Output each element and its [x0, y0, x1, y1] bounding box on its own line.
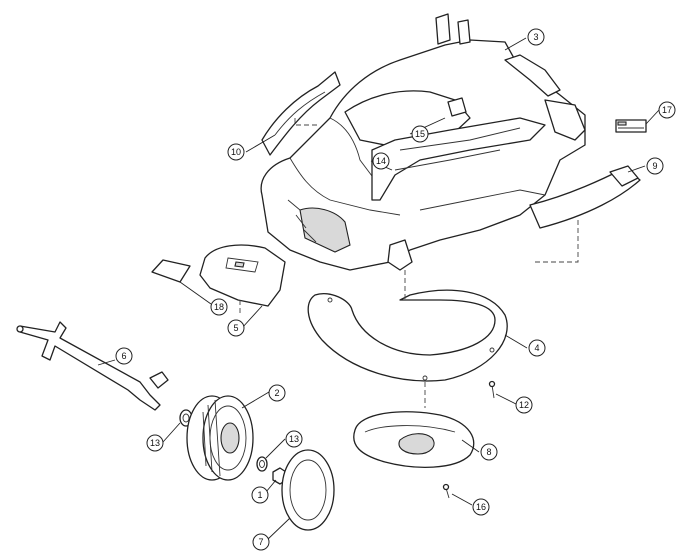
callout-3: 3	[527, 28, 545, 46]
svg-text:12: 12	[519, 400, 529, 410]
mulch-plate	[353, 411, 475, 468]
callout-13-right: 13	[285, 430, 303, 448]
screw-12	[488, 380, 496, 399]
callout-13-left: 13	[146, 434, 164, 452]
svg-text:4: 4	[534, 343, 539, 353]
callout-15: 15	[411, 125, 429, 143]
hub-cap	[281, 449, 335, 531]
svg-text:17: 17	[662, 105, 672, 115]
svg-text:6: 6	[121, 351, 126, 361]
deflector-label	[151, 259, 191, 283]
svg-text:13: 13	[289, 434, 299, 444]
callout-5: 5	[227, 319, 245, 337]
svg-text:14: 14	[376, 156, 386, 166]
screw-16	[442, 483, 450, 499]
callout-7: 7	[252, 533, 270, 551]
rear-axle	[16, 321, 169, 411]
callout-6: 6	[115, 347, 133, 365]
svg-text:1: 1	[257, 490, 262, 500]
svg-text:16: 16	[476, 502, 486, 512]
svg-text:3: 3	[533, 32, 538, 42]
callout-12: 12	[515, 396, 533, 414]
bushing-13-right	[256, 456, 268, 472]
assembly-guide-lines	[239, 118, 579, 408]
callout-8: 8	[480, 443, 498, 461]
svg-text:15: 15	[415, 129, 425, 139]
callout-14: 14	[372, 152, 390, 170]
svg-text:10: 10	[231, 147, 241, 157]
callout-10: 10	[227, 143, 245, 161]
callout-9: 9	[646, 157, 664, 175]
side-guard-left	[261, 71, 341, 156]
svg-text:7: 7	[258, 537, 263, 547]
callout-2: 2	[268, 384, 286, 402]
wheel	[186, 395, 254, 481]
rating-label	[615, 119, 647, 133]
svg-text:9: 9	[652, 161, 657, 171]
svg-text:18: 18	[214, 302, 224, 312]
mower-deck-housing	[260, 13, 586, 271]
svg-text:13: 13	[150, 438, 160, 448]
svg-text:5: 5	[233, 323, 238, 333]
callout-1: 1	[251, 486, 269, 504]
svg-text:8: 8	[486, 447, 491, 457]
cutting-baffle-ring	[307, 289, 508, 382]
svg-text:2: 2	[274, 388, 279, 398]
leader-lines	[97, 37, 660, 541]
grass-deflector	[199, 244, 286, 307]
callout-18: 18	[210, 298, 228, 316]
callout-4: 4	[528, 339, 546, 357]
callout-17: 17	[658, 101, 676, 119]
callout-16: 16	[472, 498, 490, 516]
